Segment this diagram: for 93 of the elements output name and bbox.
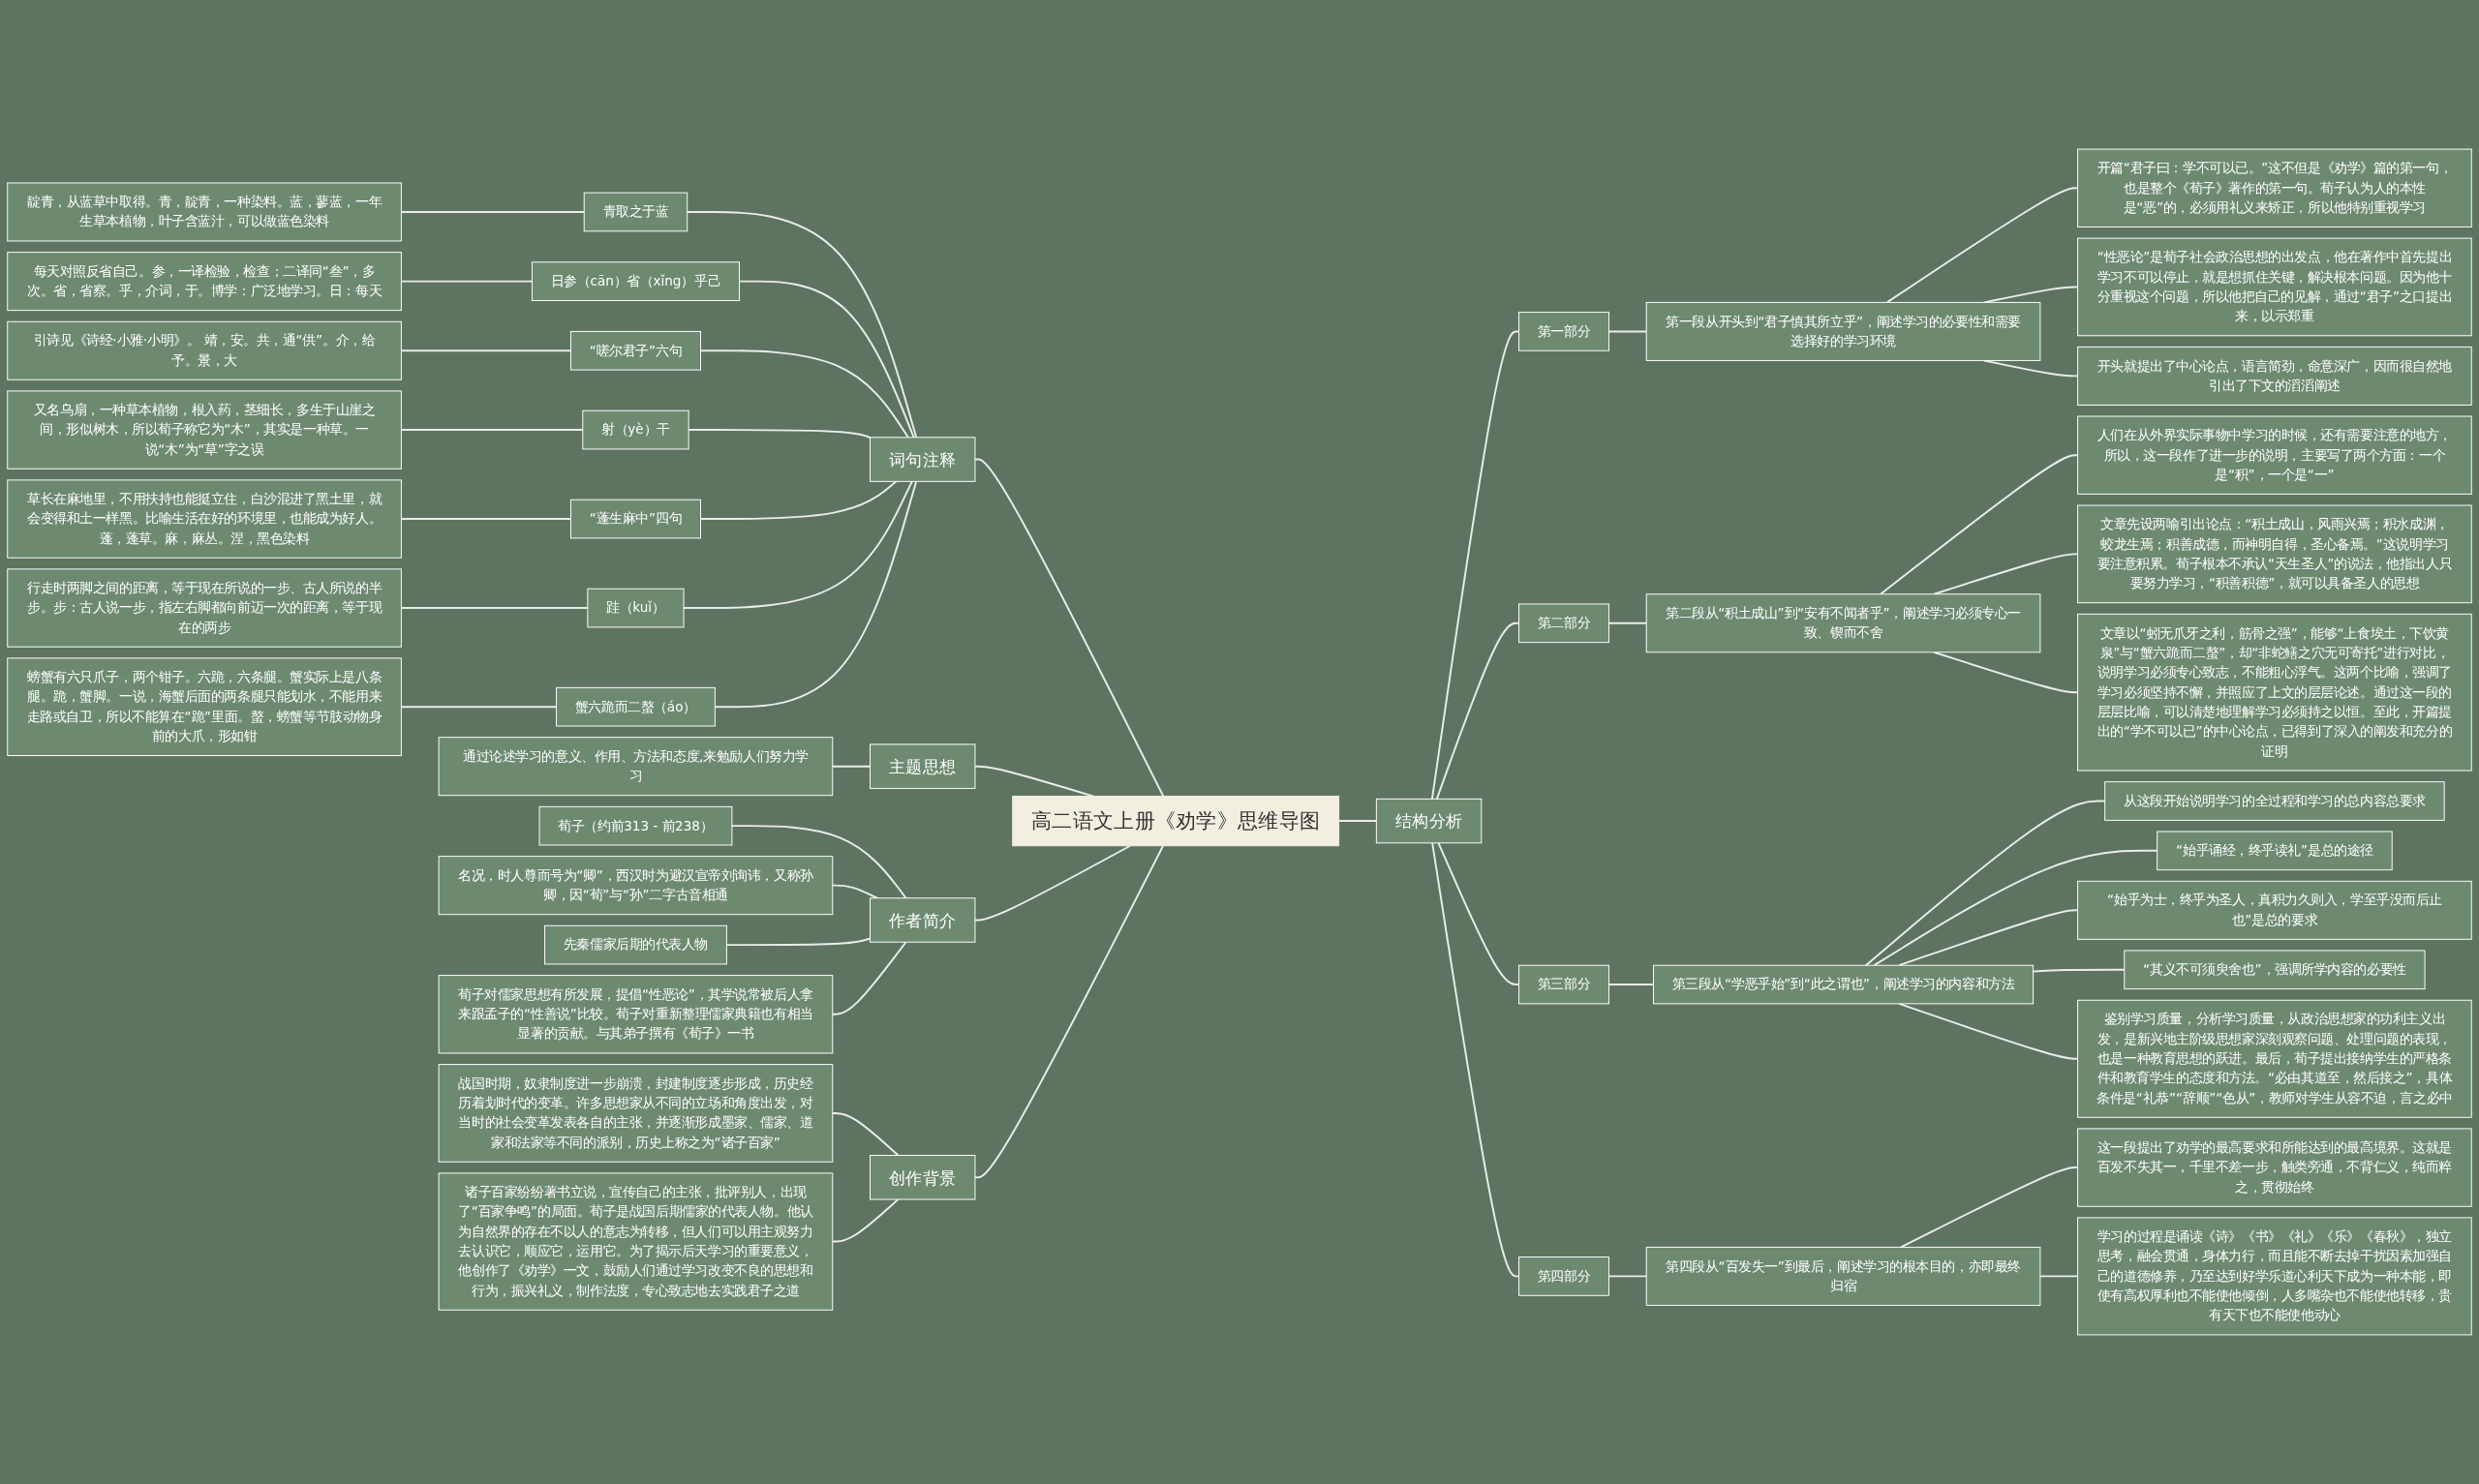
node-box: 通过论述学习的意义、作用、方法和态度,来勉励人们努力学习 <box>438 737 834 797</box>
node-box: 靛青，从蓝草中取得。青，靛青，一种染料。蓝，蓼蓝，一年生草本植物，叶子含蓝汁，可以做蓝色染料 <box>7 182 402 242</box>
connector <box>1898 1002 2079 1060</box>
connector <box>699 480 898 521</box>
connector <box>1933 651 2079 694</box>
connector <box>738 280 915 439</box>
connector <box>1900 1166 2079 1249</box>
node-box: 主题思想 <box>870 743 976 789</box>
connector <box>699 349 909 439</box>
node-box: 荀子对儒家思想有所发展，提倡“性恶论”，其学说常被后人拿来跟孟子的“性善说”比较。荀子对重新整理儒家典籍也有相当显著的贡献。与其弟子撰有《荀子》一书 <box>438 975 834 1054</box>
connector <box>714 480 918 709</box>
node-box: 从这段开始说明学习的全过程和学习的总内容总要求 <box>2104 781 2445 821</box>
node-box: 作者简介 <box>870 897 976 943</box>
connector <box>400 706 558 709</box>
connector <box>1607 330 1648 333</box>
node-box: 第四部分 <box>1518 1257 1609 1296</box>
node-box: “始乎诵经，终乎读礼”是总的途径 <box>2157 831 2393 871</box>
node-box: 又名乌扇，一种草本植物，根入药，茎细长，多生于山崖之间，形似树木，所以荀子称它为“木”，其实是一种草。一说“木”为“草”字之误 <box>7 390 402 469</box>
connector <box>831 1198 900 1243</box>
node-box: 文章先设两喻引出论点：“积土成山，风雨兴焉；积水成渊，蛟龙生焉；积善成德，而神明自得，圣心备焉。”这说明学习要注意积累。荀子根本不承认“天生圣人”的说法，他指出人只要努力学习，“积善积德”，就可以具备圣人的思想 <box>2077 504 2472 604</box>
node-box: 螃蟹有六只爪子，两个钳子。六跪，六条腿。蟹实际上是八条腿。跪，蟹脚。一说，海蟹后面的两条腿只能划水，不能用来走路或自卫，所以不能算在“跪”里面。螯，螃蟹等节肢动物身前的大爪，形如钳 <box>7 657 402 757</box>
node-box: 学习的过程是诵读《诗》《书》《礼》《乐》《春秋》，独立思考，融会贯通，身体力行，而且能不断去掉干扰因素加强自己的道德修养，乃至达到好学乐道心利天下成为一种本能，即使有高权厚利也不能使他倾倒，人多嘴杂也不能使他转移，贵有天下也不能使他动心 <box>2077 1217 2472 1336</box>
node-box: 跬（kuǐ） <box>587 588 685 628</box>
node-box: 第二段从“积土成山”到“安有不闻者乎”，阐述学习必须专心一致、锲而不舍 <box>1645 593 2041 653</box>
connector <box>974 844 1165 1179</box>
node-box: 蟹六跪而二螯（áo） <box>556 686 716 727</box>
node-box: 开头就提出了中心论点，语言简劲，命意深广，因而很自然地引出了下文的滔滔阐述 <box>2077 346 2472 406</box>
node-box: 诸子百家纷纷著书立说，宣传自己的主张，批评别人，出现了“百家争鸣”的局面。荀子是战国后期儒家的代表人物。他认为自然界的存在不以人的意志为转移，但人们可以用主观努力去认识它，顺应它，运用它。为了揭示后天学习的重要意义，他创作了《劝学》一文，鼓励人们通过学习改变不良的思想和行为，振兴礼义，制作法度，专心致志地去实践君子之道 <box>438 1172 834 1311</box>
connector <box>974 844 1132 922</box>
connector <box>725 937 872 947</box>
connector <box>686 211 918 439</box>
node-box: 词句注释 <box>870 437 976 482</box>
node-box: 第三部分 <box>1518 964 1609 1005</box>
node-box: 荀子（约前313 - 前238） <box>538 805 733 846</box>
connector <box>831 941 907 1015</box>
connector <box>1437 841 1520 985</box>
connector <box>1933 553 2079 595</box>
connector <box>1607 984 1655 985</box>
connector <box>831 1111 900 1157</box>
node-box: 人们在从外界实际事物中学习的时候，还有需要注意的地方，所以，这一段作了进一步的说明，主要写了两个方面：一个是“积”，一个是“一” <box>2077 415 2472 495</box>
node-box: 先秦儒家后期的代表人物 <box>544 924 727 965</box>
connector <box>730 825 907 899</box>
connector <box>831 884 878 899</box>
node-box: 鉴别学习质量，分析学习质量，从政治思想家的功利主义出发，是新兴地主阶级思想家深刻观察问题、处理问题的表现，也是一种教育思想的跃进。最后，荀子提出接纳学生的严格条件和教育学生的态度和方法。“必由其道至，然后接之”，具体条件是“礼恭”“辞顺”“色从”，教师对学生从容不迫，言之必中 <box>2077 999 2472 1118</box>
node-box: “嗟尔君子”六句 <box>569 330 701 371</box>
connector <box>974 458 1165 798</box>
node-box: 草长在麻地里，不用扶持也能挺立住，白沙混进了黑土里，就会变得和土一样黑。比喻生活在好的环境里，也能成为好人。蓬，蓬草。麻，麻丛。涅，黑色染料 <box>7 479 402 559</box>
connector <box>1898 909 2079 967</box>
node-box: 创作背景 <box>870 1155 976 1200</box>
node-box: 结构分析 <box>1375 798 1483 844</box>
node-box: 日参（cān）省（xǐng）乎己 <box>531 261 740 301</box>
connector <box>688 429 872 439</box>
connector <box>831 765 872 768</box>
connector <box>1431 841 1520 1278</box>
node-box: 第三段从“学恶乎始”到“此之谓也”，阐述学习的内容和方法 <box>1653 964 2035 1005</box>
connector <box>974 765 1094 798</box>
connector <box>400 211 586 213</box>
node-box: 高二语文上册《劝学》思维导图 <box>1012 795 1340 847</box>
connector <box>2038 1275 2079 1278</box>
node-box: 射（yè）干 <box>582 409 689 450</box>
node-box: “始乎为士，终乎为圣人，真积力久则入，学至乎没而后止也”是总的要求 <box>2077 880 2472 940</box>
connector <box>683 480 913 609</box>
connector <box>1880 454 2079 595</box>
connector <box>1885 187 2079 304</box>
node-box: “性恶论”是荀子社会政治思想的出发点，他在著作中首先提出学习不可以停止，就是想抓住关键，解决根本问题。因为他十分重视这个问题，所以他把自己的见解，通过“君子”之口提出来，以示郑重 <box>2077 237 2472 337</box>
connector <box>1607 1275 1648 1278</box>
node-box: “其义不可须臾舍也”，强调所学内容的必要性 <box>2124 950 2426 990</box>
node-box: 引诗见《诗经·小雅·小明》。 靖，安。共，通“供”。介，给予。景，大 <box>7 320 402 380</box>
node-box: 文章以“蚓无爪牙之利，筋骨之强”，能够“上食埃土，下饮黄泉”与“蟹六跪而二螯”，却“非蛇鳝之穴无可寄托”进行对比，说明学习必须专心致志，不能粗心浮气。这两个比喻，强调了学习必须坚持不懈，并照应了上文的层层论述。通过这一段的层层比喻，可以清楚地理解学习必须持之以恒。至此，开篇提出的“学不可以已”的中心论点，已得到了深入的阐发和充分的证明 <box>2077 613 2472 772</box>
node-box: 第四段从“百发失一”到最后，阐述学习的根本目的，亦即最终归宿 <box>1645 1246 2041 1306</box>
node-box: 这一段提出了劝学的最高要求和所能达到的最高境界。这就是百发不失其一，千里不差一步，触类旁通，不背仁义，纯而粹之，贯彻始终 <box>2077 1128 2472 1207</box>
node-box: 第一部分 <box>1518 312 1609 351</box>
node-box: 开篇“君子曰：学不可以已。”这不但是《劝学》篇的第一句，也是整个《荀子》著作的第一句。荀子认为人的本性是“恶”的，必须用礼义来矫正，所以他特别重视学习 <box>2077 148 2472 227</box>
connector <box>1607 621 1648 624</box>
connector <box>2032 968 2126 973</box>
connector <box>1337 820 1378 823</box>
node-box: 第二部分 <box>1518 603 1609 644</box>
connector <box>1435 621 1520 801</box>
node-box: 每天对照反省自己。参，一译检验，检查；二译同“叁”，多次。省，省察。乎，介词，于。博学：广泛地学习。日：每天 <box>7 252 402 312</box>
connector <box>400 518 572 521</box>
connector <box>1864 800 2106 967</box>
node-box: 战国时期，奴隶制度进一步崩溃，封建制度逐步形成，历史经历着划时代的变革。许多思想家从不同的立场和角度出发，对当时的社会变革发表各自的主张，并逐渐形成墨家、儒家、道家和法家等不同的派别，历史上称之为“诸子百家” <box>438 1064 834 1163</box>
connector <box>400 429 584 432</box>
node-box: 第一段从开头到“君子慎其所立乎”，阐述学习的必要性和需要选择好的学习环境 <box>1645 301 2041 361</box>
node-box: 行走时两脚之间的距离，等于现在所说的一步、古人所说的半步。步：古人说一步，指左右脚都向前迈一次的距离，等于现在的两步 <box>7 568 402 648</box>
connector <box>400 280 534 283</box>
node-box: 名况，时人尊而号为“卿”，西汉时为避汉宣帝刘询讳，又称孙卿，因“荀”与“孙”二字古音相通 <box>438 856 834 916</box>
node-box: 青取之于蓝 <box>583 192 689 232</box>
node-box: “蓬生麻中”四句 <box>569 499 701 539</box>
connector <box>1430 330 1520 801</box>
connector <box>1873 849 2158 967</box>
connector <box>400 607 589 609</box>
connector <box>400 349 572 352</box>
